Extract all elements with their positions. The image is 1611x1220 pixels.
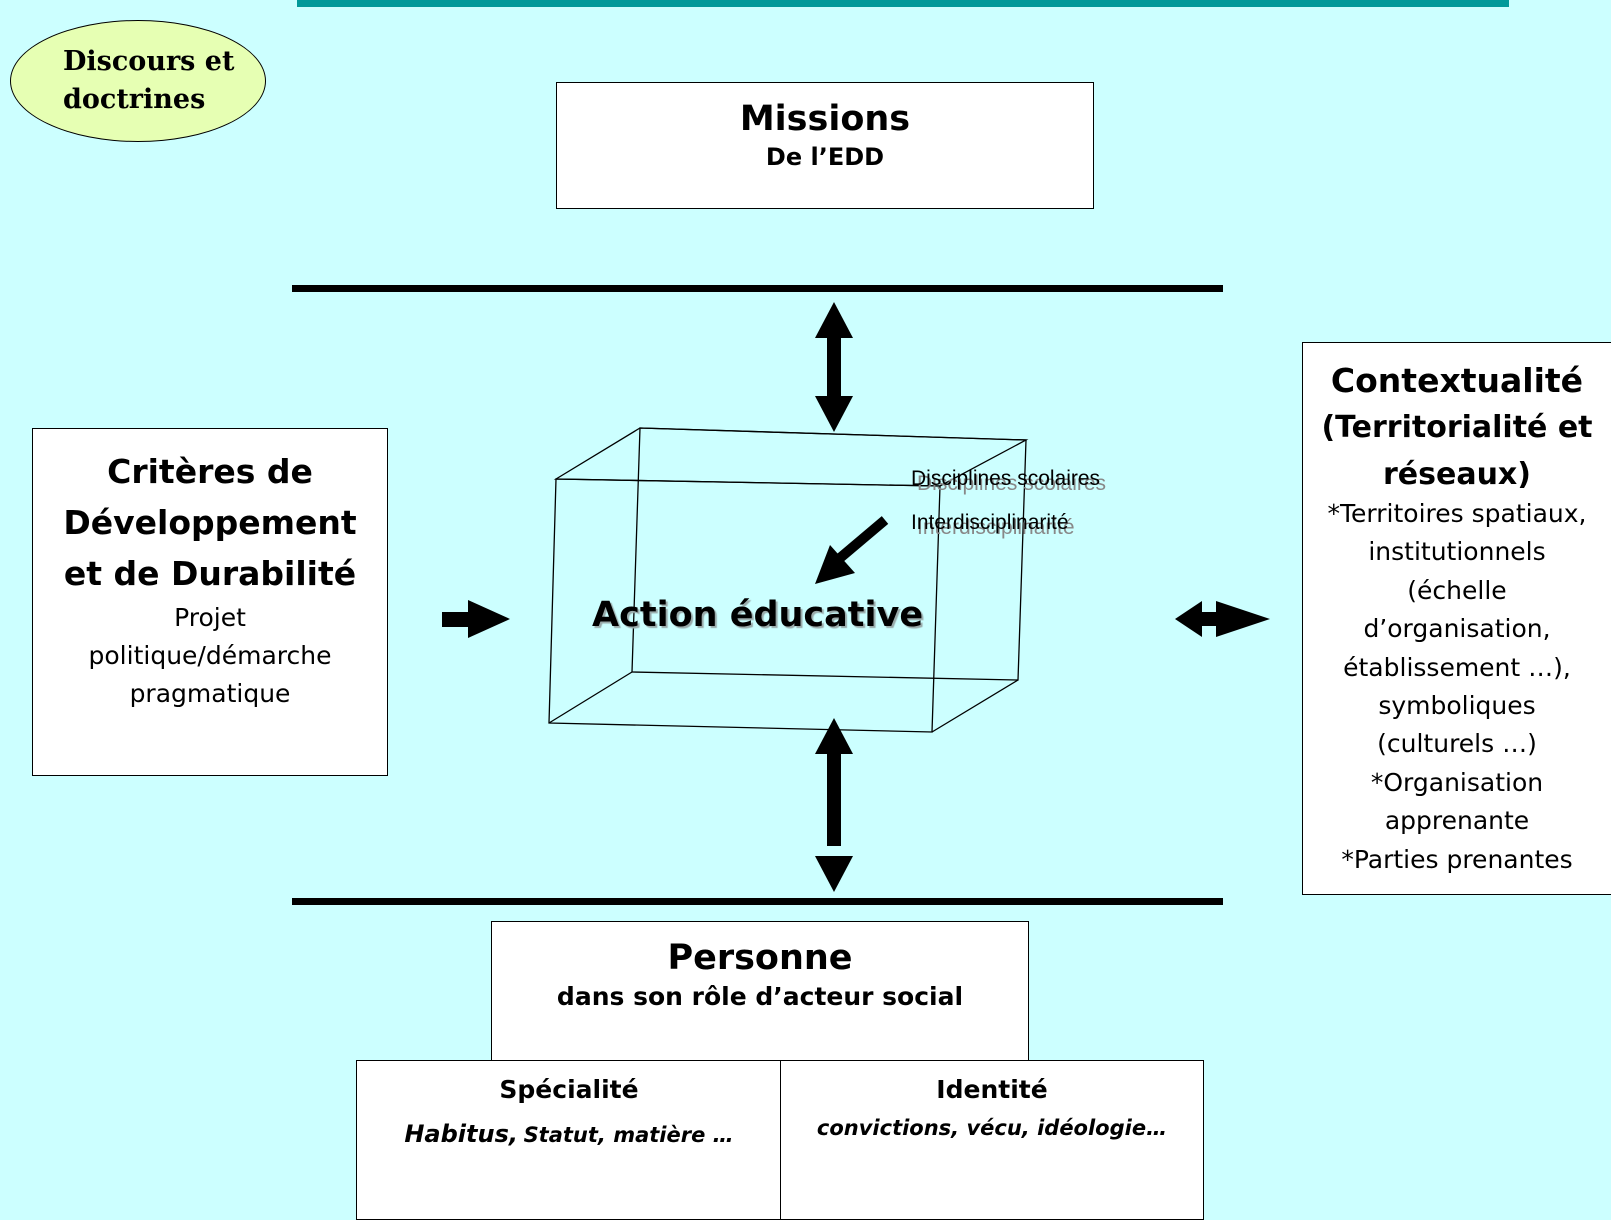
- identity-body: convictions, vécu, idéologie…: [816, 1116, 1168, 1140]
- top-bar: [297, 0, 1509, 7]
- person-title: Personne: [667, 938, 853, 978]
- criteria-title-3: et de Durabilité: [63, 554, 357, 593]
- missions-title: Missions: [739, 99, 911, 139]
- context-line: institutionnels: [1368, 537, 1546, 567]
- identity-title: Identité: [936, 1075, 1048, 1104]
- context-line: *Parties prenantes: [1341, 844, 1573, 874]
- context-line: *Organisation: [1370, 767, 1544, 797]
- action-person-arrow: [815, 718, 853, 892]
- speciality-box: Spécialité Habitus, Statut, matière …: [356, 1060, 782, 1220]
- missions-action-arrow: [815, 302, 853, 432]
- identity-box: Identité convictions, vécu, idéologie…: [780, 1060, 1204, 1220]
- context-title: Contextualité: [1330, 361, 1584, 400]
- badge-line1: Discours et: [63, 46, 235, 77]
- criteria-to-action-arrow: [442, 600, 510, 638]
- person-subtitle: dans son rôle d’acteur social: [556, 982, 964, 1011]
- criteria-body-1: Projet: [174, 603, 246, 632]
- missions-box: Missions De l’EDD: [556, 82, 1094, 209]
- person-box: Personne dans son rôle d’acteur social: [491, 921, 1029, 1062]
- disciplines-arrow: [815, 516, 889, 584]
- context-subtitle-2: réseaux): [1382, 457, 1531, 492]
- speciality-statut: Statut, matière …: [523, 1123, 734, 1147]
- action-label: Action éducative: [592, 595, 924, 635]
- context-subtitle-1: (Territorialité et: [1321, 410, 1593, 445]
- criteria-body-3: pragmatique: [129, 679, 291, 708]
- lower-divider: [292, 898, 1223, 905]
- interdisciplinarite: Interdisciplinarité: [911, 511, 1069, 534]
- context-line: d’organisation,: [1363, 614, 1551, 644]
- disciplines-shadow-1: Disciplines scolaires: [917, 472, 1107, 495]
- disciplines-shadow-2: Interdisciplinarité: [917, 516, 1075, 539]
- discours-badge: Discours et doctrines: [10, 20, 266, 142]
- criteria-title-1: Critères de: [107, 452, 313, 491]
- disciplines-scolaires: Disciplines scolaires: [911, 467, 1101, 490]
- badge-line2: doctrines: [63, 84, 206, 115]
- criteria-body-2: politique/démarche: [88, 641, 332, 670]
- disciplines-note: Disciplines scolaires Interdisciplinarit…: [911, 457, 1100, 545]
- context-line: symboliques: [1378, 691, 1536, 721]
- action-context-arrow: [1175, 601, 1270, 637]
- context-line: *Territoires spatiaux,: [1327, 499, 1587, 528]
- context-box: Contextualité (Territorialité et réseaux…: [1302, 342, 1611, 895]
- context-line: (culturels …): [1377, 729, 1537, 759]
- upper-divider: [292, 285, 1223, 292]
- context-line: apprenante: [1384, 806, 1530, 836]
- disciplines-note-shadow: Disciplines scolaires Interdisciplinarit…: [917, 462, 1106, 550]
- speciality-title: Spécialité: [499, 1075, 639, 1104]
- criteria-box: Critères de Développement et de Durabili…: [32, 428, 388, 776]
- criteria-title-2: Développement: [63, 503, 357, 542]
- missions-subtitle: De l’EDD: [765, 143, 885, 171]
- speciality-habitus: Habitus,: [404, 1120, 518, 1148]
- context-line: établissement …),: [1343, 652, 1571, 682]
- context-line: (échelle: [1407, 575, 1507, 605]
